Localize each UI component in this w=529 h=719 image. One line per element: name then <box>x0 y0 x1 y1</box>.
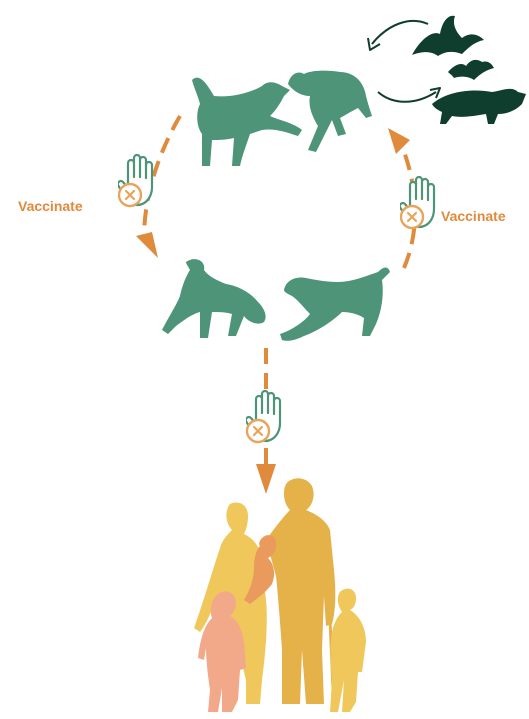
stop-hand-icon <box>118 155 152 206</box>
boy-icon <box>330 589 366 712</box>
man-icon <box>266 478 335 704</box>
vaccinate-label-right: Vaccinate <box>441 208 506 224</box>
fighting-dogs <box>192 71 372 166</box>
wildlife-transmission-arrows <box>368 21 440 102</box>
vaccinate-label-left: Vaccinate <box>18 198 83 214</box>
stop-hand-icon <box>400 177 434 228</box>
arrow-to-dogs <box>372 21 428 44</box>
arrow-to-dogs-head <box>368 38 380 50</box>
arrow-left-head <box>136 232 158 258</box>
sniffing-dog-icon <box>162 259 266 338</box>
arrow-down-head <box>256 464 276 494</box>
stop-hand-icon <box>246 391 280 442</box>
arrow-to-wildlife <box>378 92 436 102</box>
wildlife-group <box>412 16 526 124</box>
fighting-dog-icon <box>192 78 302 166</box>
playing-dog-icon <box>280 268 390 341</box>
arrow-right-head <box>388 128 410 154</box>
bat-icon <box>448 60 494 80</box>
fox-icon <box>432 89 526 124</box>
fighting-dog-icon <box>288 71 372 152</box>
bottom-dogs <box>162 259 390 341</box>
family-group <box>194 478 366 712</box>
